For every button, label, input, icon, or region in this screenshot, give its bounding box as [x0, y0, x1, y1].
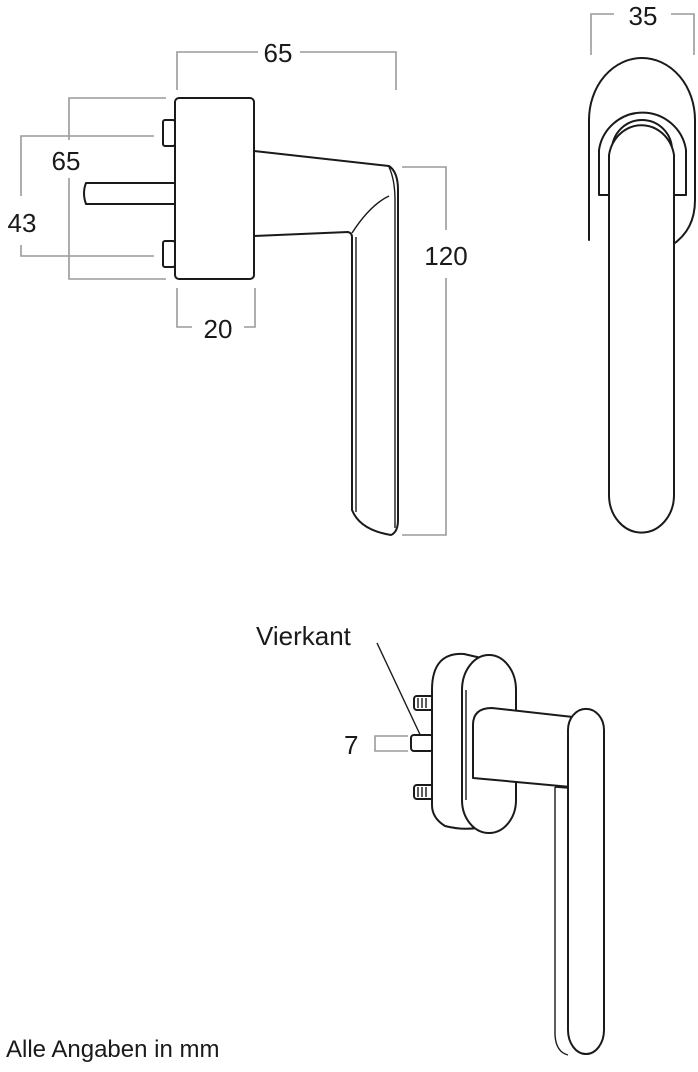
- handle-lever: [253, 150, 399, 536]
- front-rosette-recess: [598, 111, 687, 196]
- screw-bottom: [162, 240, 176, 268]
- dim-label-handle-length: 120: [424, 241, 467, 271]
- dim-line-handle-length: [402, 166, 447, 536]
- front-view: 35: [588, 1, 696, 534]
- screw-top: [162, 119, 176, 147]
- side-view: 65 65 43 20 120: [8, 38, 468, 536]
- perspective-view: Vierkant 7: [256, 621, 605, 1056]
- persp-spindle: [410, 734, 434, 752]
- units-note: Alle Angaben in mm: [6, 1036, 220, 1063]
- persp-lever-arm: [472, 707, 583, 789]
- dim-line-rosette-height: [68, 97, 166, 280]
- callout-leader: [376, 642, 425, 744]
- rosette: [174, 97, 255, 280]
- callout-label-vierkant: Vierkant: [256, 621, 352, 651]
- dim-label-front-width: 35: [629, 1, 658, 31]
- dim-line-width-top: [176, 51, 397, 90]
- dim-label-rosette-height: 65: [52, 146, 81, 176]
- persp-lever-join: [554, 786, 569, 789]
- front-handle: [608, 124, 675, 534]
- handle-edge: [388, 166, 396, 528]
- dim-label-width-top: 65: [264, 38, 293, 68]
- dim-line-rosette-depth: [176, 288, 256, 328]
- dim-label-spindle: 7: [344, 730, 358, 760]
- dim-line-front-width: [590, 13, 695, 55]
- handle-bevel: [351, 195, 390, 234]
- dim-line-screw-spacing: [20, 135, 154, 257]
- screw-thread-top: [417, 698, 427, 708]
- persp-lever-grip: [567, 707, 605, 1055]
- dim-label-rosette-depth: 20: [204, 314, 233, 344]
- dim-line-spindle: [374, 735, 408, 752]
- dim-label-screw-spacing: 43: [8, 208, 37, 238]
- spindle: [83, 182, 175, 205]
- screw-thread-bottom: [417, 787, 427, 797]
- persp-lever-side: [554, 787, 569, 1056]
